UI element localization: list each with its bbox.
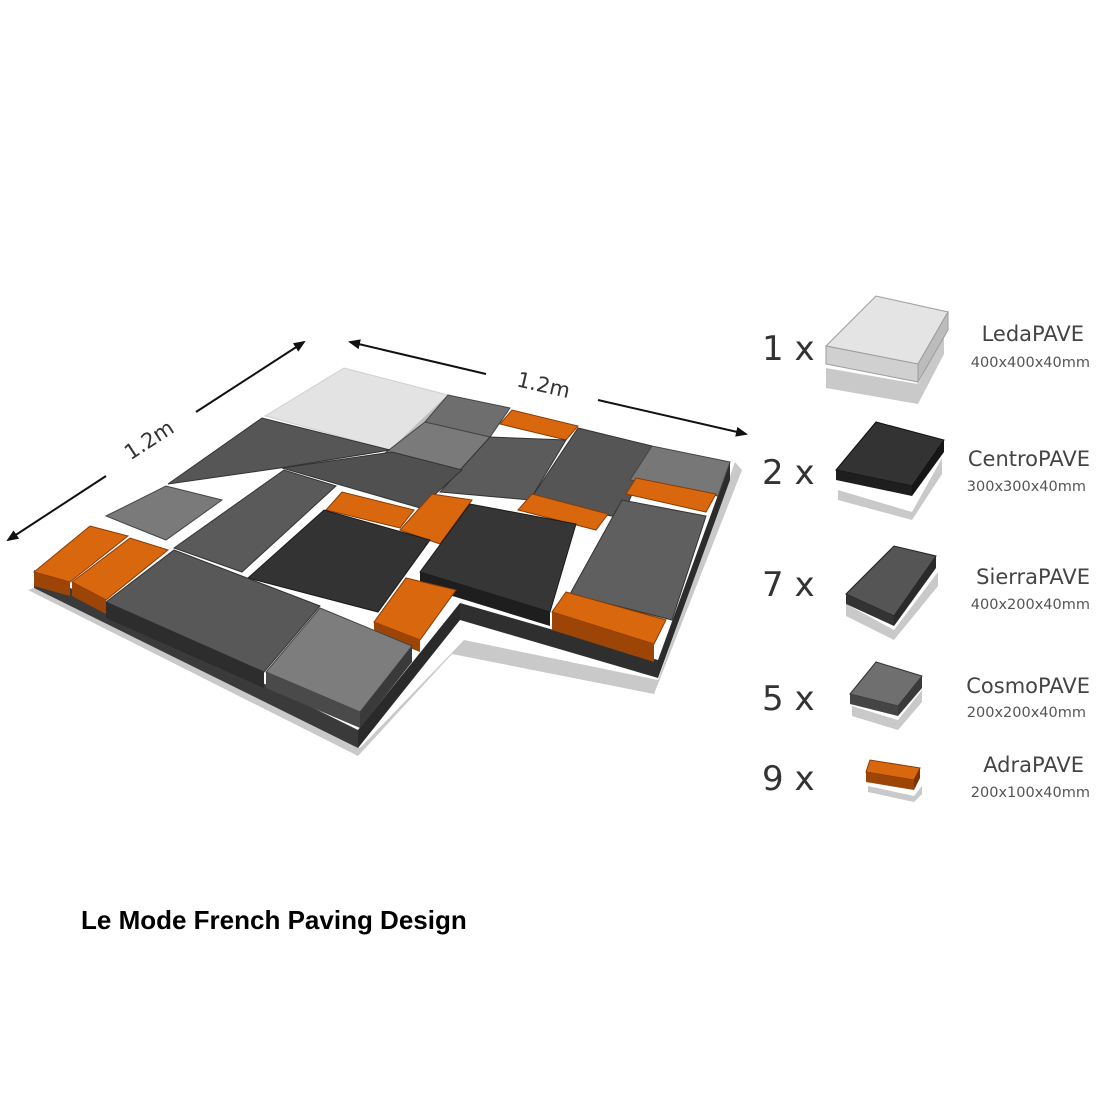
legend-item-centro: 2 x CentroPAVE 300x300x40mm bbox=[762, 421, 1090, 520]
legend-name: SierraPAVE bbox=[976, 565, 1090, 589]
adra-swatch-icon bbox=[865, 759, 922, 802]
legend-qty: 2 x bbox=[762, 453, 815, 493]
legend-qty: 9 x bbox=[762, 759, 815, 799]
dimension-arrow-left-upper bbox=[195, 340, 306, 413]
legend-qty: 1 x bbox=[762, 329, 815, 369]
sierra-paver bbox=[167, 417, 391, 485]
legend-size: 400x400x40mm bbox=[971, 355, 1090, 371]
sierra-paver bbox=[438, 436, 567, 501]
legend-name: CentroPAVE bbox=[968, 447, 1090, 471]
sierra-paver bbox=[172, 469, 337, 573]
paving-assembly bbox=[28, 367, 742, 756]
dimension-arrow-top-right bbox=[597, 399, 748, 437]
diagram-caption: Le Mode French Paving Design bbox=[81, 905, 467, 935]
legend-qty: 5 x bbox=[762, 679, 815, 719]
adra-paver-side bbox=[552, 612, 654, 662]
dimension-top-label: 1.2m bbox=[515, 367, 573, 403]
cosmo-paver-side bbox=[266, 672, 360, 728]
sierra-paver-side bbox=[106, 602, 264, 688]
legend-size: 400x200x40mm bbox=[971, 597, 1090, 613]
legend: 1 x LedaPAVE 400x400x40mm 2 x CentroPAVE… bbox=[762, 295, 1090, 802]
legend-size: 200x100x40mm bbox=[971, 785, 1090, 801]
sierra-swatch-icon bbox=[845, 545, 938, 640]
legend-size: 300x300x40mm bbox=[967, 479, 1086, 495]
slab-side-right bbox=[658, 462, 730, 678]
legend-item-adra: 9 x AdraPAVE 200x100x40mm bbox=[762, 753, 1090, 802]
adra-paver bbox=[551, 591, 667, 645]
dimension-arrow-left-lower bbox=[6, 475, 107, 542]
leda-swatch-icon bbox=[824, 295, 949, 404]
sierra-paver bbox=[281, 451, 464, 509]
legend-name: LedaPAVE bbox=[982, 322, 1084, 346]
legend-qty: 7 x bbox=[762, 565, 815, 605]
adra-paver-side bbox=[34, 572, 70, 596]
slab-side-front bbox=[358, 603, 460, 748]
adra-paver-side bbox=[72, 582, 106, 614]
cosmo-paver-side bbox=[360, 646, 412, 728]
centro-swatch-icon bbox=[835, 421, 945, 520]
centro-paver bbox=[246, 509, 431, 613]
cosmo-paver bbox=[104, 485, 224, 541]
adra-paver bbox=[325, 491, 415, 529]
legend-item-sierra: 7 x SierraPAVE 400x200x40mm bbox=[762, 545, 1090, 640]
legend-name: CosmoPAVE bbox=[966, 674, 1090, 698]
legend-size: 200x200x40mm bbox=[967, 705, 1086, 721]
dimension-arrow-top-left bbox=[348, 339, 487, 375]
slab-side-inner bbox=[460, 603, 658, 678]
sierra-paver bbox=[569, 499, 707, 621]
legend-name: AdraPAVE bbox=[983, 753, 1084, 777]
dimension-left-label: 1.2m bbox=[120, 415, 178, 464]
adra-paver bbox=[499, 409, 579, 441]
adra-paver bbox=[625, 477, 717, 513]
legend-item-leda: 1 x LedaPAVE 400x400x40mm bbox=[762, 295, 1090, 404]
legend-item-cosmo: 5 x CosmoPAVE 200x200x40mm bbox=[762, 661, 1090, 730]
centro-paver-side bbox=[420, 572, 550, 626]
cosmo-swatch-icon bbox=[849, 661, 923, 730]
